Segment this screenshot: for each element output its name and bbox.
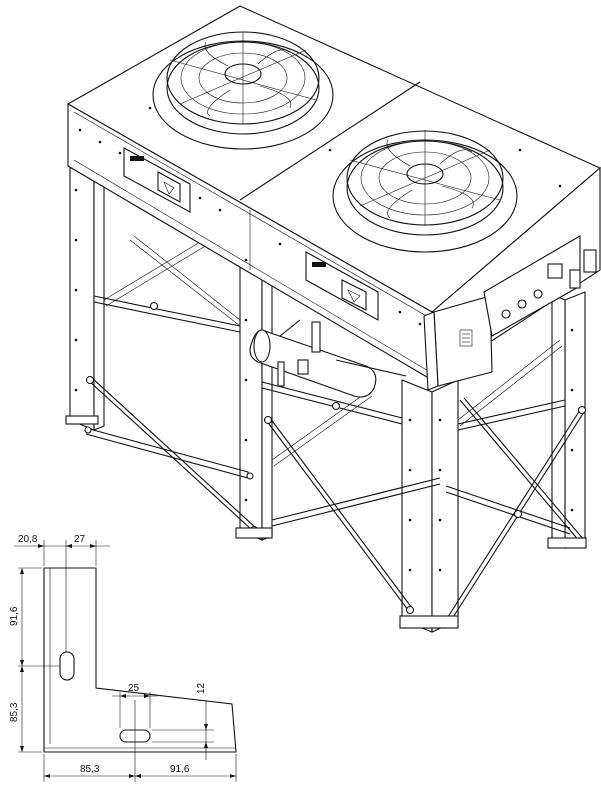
leg-right-back <box>551 291 586 549</box>
vertical-slot <box>59 651 75 681</box>
connection-panel <box>483 235 597 337</box>
dimension-arrows <box>20 544 236 778</box>
label-plate-2 <box>305 251 379 321</box>
fan-1 <box>152 31 334 150</box>
electrical-box <box>423 295 493 391</box>
label-plate-1 <box>123 147 191 213</box>
dim-top-offset: 20,8 <box>18 534 38 545</box>
fan-2 <box>332 130 518 253</box>
feet <box>65 415 587 629</box>
dim-horizontal-right: 91,6 <box>170 764 190 775</box>
bracket-detail: 20,8 27 91,6 85,3 25 12 85,3 91,6 <box>9 534 237 782</box>
dim-slot-length: 25 <box>128 683 140 694</box>
receiver-tank <box>249 319 407 398</box>
diagonal-rods <box>84 301 587 625</box>
rivets <box>74 106 574 572</box>
upper-bracing <box>103 235 563 467</box>
dim-horizontal-left: 85,3 <box>80 764 100 775</box>
dim-top-width: 27 <box>74 534 86 545</box>
dim-vertical-lower: 85,3 <box>9 702 20 722</box>
leg-right-front <box>401 379 459 633</box>
condenser-unit <box>65 5 601 633</box>
dim-slot-width: 12 <box>196 682 207 694</box>
dim-vertical-upper: 91,6 <box>9 606 20 626</box>
